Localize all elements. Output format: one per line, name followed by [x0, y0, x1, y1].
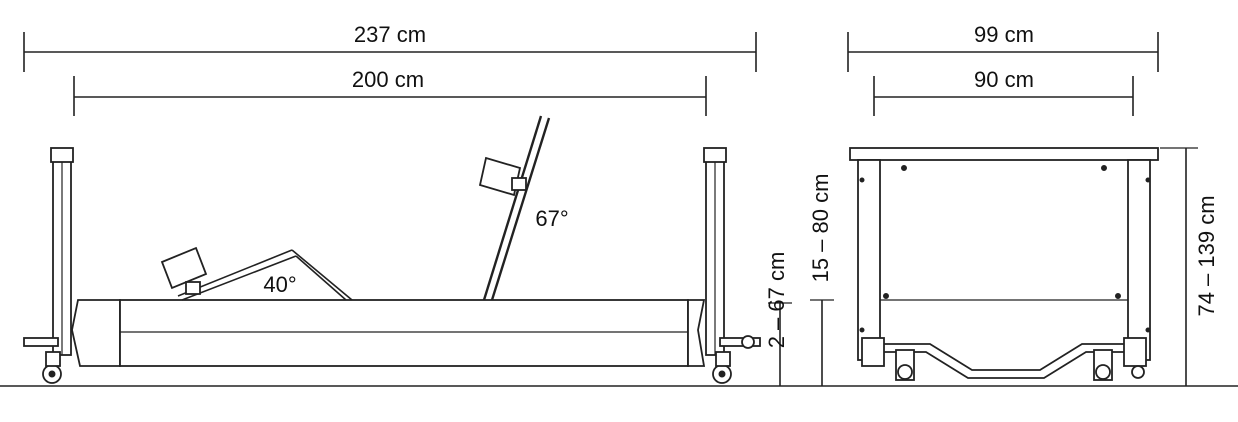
- leg-section-arm: 40°: [160, 246, 353, 301]
- label-lying-frame-height: 2 – 67 cm: [764, 252, 789, 349]
- dimension-200: 200 cm: [73, 67, 707, 116]
- label-leg-angle: 40°: [263, 272, 296, 297]
- front-head-panel: [849, 147, 1159, 361]
- dimension-surface-height: 15 – 80 cm: [808, 174, 834, 386]
- backrest-arm: 67°: [478, 115, 569, 301]
- dimension-237: 237 cm: [23, 22, 757, 72]
- dimension-frame-height: 2 – 67 cm: [764, 252, 792, 386]
- label-side-total-length: 237 cm: [354, 22, 426, 47]
- label-backrest-angle: 67°: [535, 206, 568, 231]
- bed-frame: [71, 299, 706, 367]
- dimension-90: 90 cm: [873, 67, 1134, 116]
- side-view: 237 cm 200 cm: [23, 22, 792, 386]
- right-footboard: [703, 147, 761, 384]
- label-side-inner-length: 200 cm: [352, 67, 424, 92]
- label-lying-surface-height: 15 – 80 cm: [808, 174, 833, 283]
- label-total-height: 74 – 139 cm: [1194, 195, 1219, 316]
- dimension-99: 99 cm: [847, 22, 1159, 72]
- front-view: 99 cm 90 cm: [808, 22, 1219, 386]
- label-front-inner-width: 90 cm: [974, 67, 1034, 92]
- left-headboard: [23, 147, 74, 384]
- dimension-total-height: 74 – 139 cm: [1160, 147, 1219, 386]
- label-front-total-width: 99 cm: [974, 22, 1034, 47]
- front-undercarriage: [861, 337, 1147, 381]
